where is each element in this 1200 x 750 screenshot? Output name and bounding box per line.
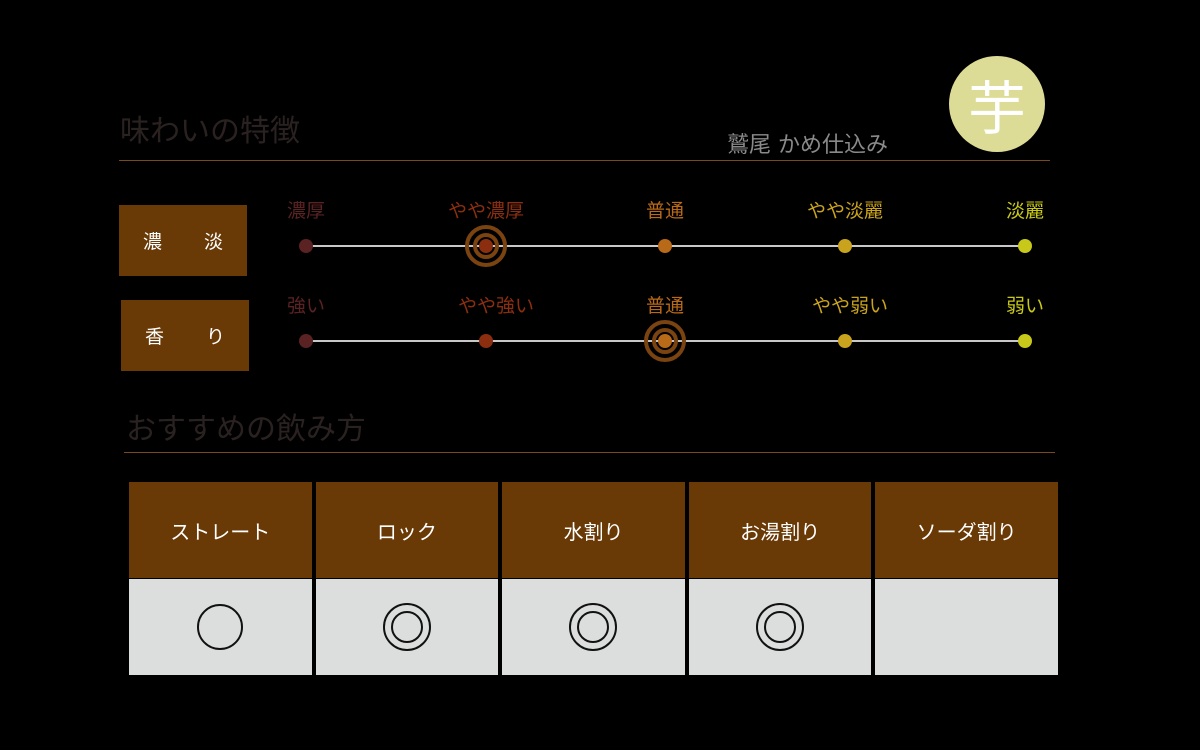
selected-target-icon [644, 320, 686, 362]
scale-dot [1018, 239, 1032, 253]
potato-badge-icon: 芋 [949, 56, 1045, 152]
drink-header: ロック [315, 482, 499, 578]
scale-point-label: やや淡麗 [806, 200, 884, 222]
taste-divider [119, 160, 1050, 161]
drink-column-straight: ストレート [129, 482, 312, 675]
scale-point-label: 弱い [1005, 295, 1045, 317]
product-name: 鷲尾 かめ仕込み [727, 133, 888, 158]
drink-rating-cell [129, 579, 312, 675]
drink-header: お湯割り [688, 482, 872, 578]
double-circle-rating-icon [756, 603, 805, 651]
scale-point-label: 普通 [645, 200, 685, 222]
scale-dot-selected [479, 239, 493, 253]
badge-label: 芋 [967, 75, 1026, 143]
drinking-section-title: おすすめの飲み方 [126, 412, 366, 447]
scale-dot [479, 334, 493, 348]
drink-column-rock: ロック [315, 482, 499, 675]
scale-point-label: 淡麗 [1005, 200, 1045, 222]
drink-header: ソーダ割り [875, 482, 1058, 578]
scale-point-label: やや濃厚 [447, 200, 525, 222]
drink-header: ストレート [129, 482, 312, 578]
scale-point-label: やや弱い [811, 295, 889, 317]
scale-point-label: やや強い [457, 295, 535, 317]
double-circle-rating-icon [382, 603, 431, 651]
selected-target-icon [465, 225, 507, 267]
scale-dot [299, 334, 313, 348]
scale-label-body: 濃 淡 [119, 205, 247, 276]
scale-dot [299, 239, 313, 253]
double-circle-rating-icon [569, 603, 618, 651]
drink-column-hot-water: お湯割り [688, 482, 872, 675]
scale-dot [838, 334, 852, 348]
drink-header: 水割り [502, 482, 685, 578]
scale-dot [1018, 334, 1032, 348]
scale-point-label: 普通 [645, 295, 685, 317]
drink-rating-cell [502, 579, 685, 675]
scale-point-label: 濃厚 [286, 200, 326, 222]
drinking-divider [124, 452, 1055, 453]
drink-rating-cell [315, 579, 499, 675]
scale-label-aroma: 香 り [121, 300, 249, 371]
scale-point-label: 強い [286, 295, 326, 317]
drinking-style-table: ストレート ロック 水割り お湯割り ソーダ割り [129, 482, 1058, 675]
drink-rating-cell-empty [875, 579, 1058, 675]
scale-dot [838, 239, 852, 253]
scale-dot [658, 239, 672, 253]
drink-column-water: 水割り [502, 482, 685, 675]
circle-rating-icon [197, 604, 244, 650]
drink-rating-cell [688, 579, 872, 675]
taste-section-title: 味わいの特徴 [120, 114, 300, 149]
drink-column-soda: ソーダ割り [875, 482, 1058, 675]
scale-dot-selected [658, 334, 672, 348]
